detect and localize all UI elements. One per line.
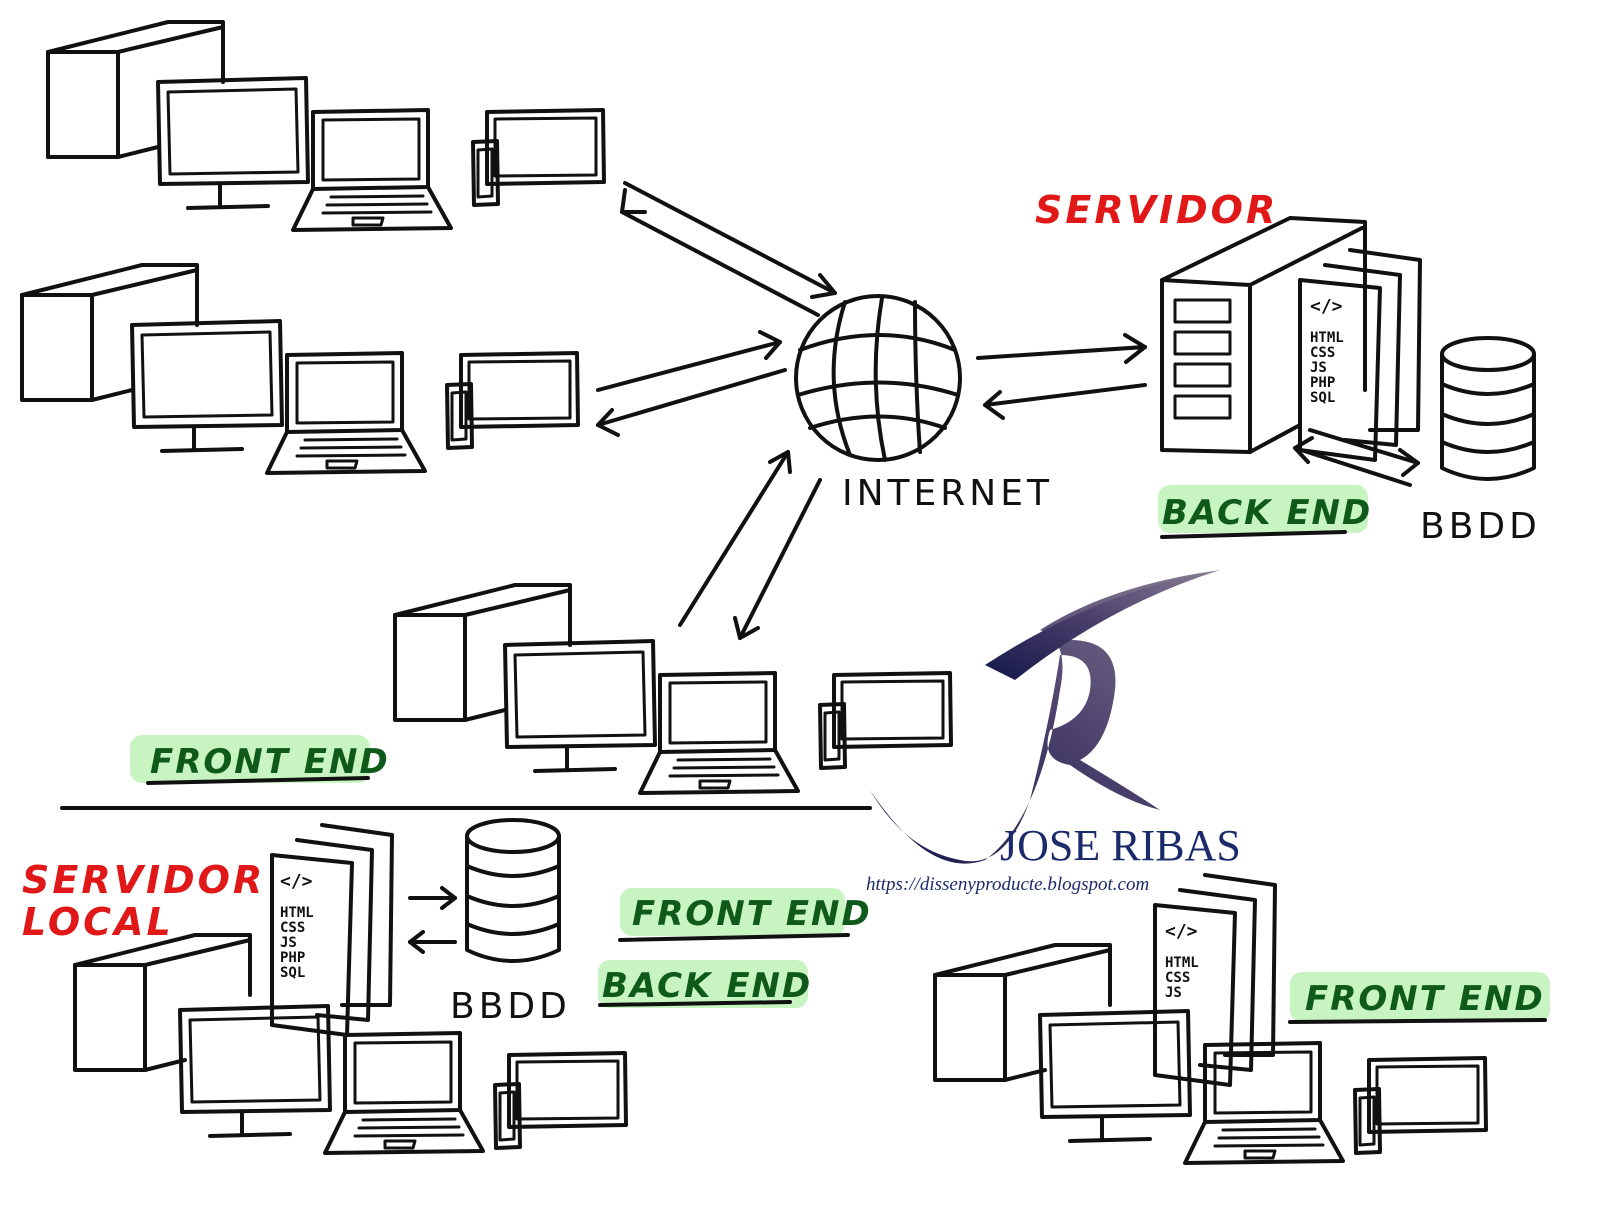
back-end-highlight: [1158, 485, 1368, 533]
svg-text:JS: JS: [1165, 985, 1182, 1001]
svg-text:</>: </>: [1310, 296, 1343, 317]
client-workstation-2: [22, 265, 578, 473]
arrow-client1-internet: [620, 181, 837, 317]
back-end-label: BACK END: [1162, 493, 1372, 533]
server-tower: [1160, 216, 1367, 454]
server-code-files: </> HTML CSS JS PHP SQL: [1298, 248, 1422, 462]
local-database-icon: [465, 818, 561, 963]
arrow-server-db: [1293, 428, 1420, 487]
arrow-internet-frontend: [678, 450, 822, 640]
arrow-client2-internet: [596, 330, 787, 437]
back-end-local-highlight: [598, 960, 808, 1008]
svg-text:JS: JS: [1310, 360, 1327, 376]
front-end-right-highlight: [1290, 972, 1550, 1022]
local-code-files: </> HTML CSS JS PHP SQL: [270, 823, 394, 1037]
svg-text:CSS: CSS: [1310, 345, 1335, 361]
svg-text:HTML: HTML: [1165, 955, 1199, 971]
svg-text:PHP: PHP: [1310, 375, 1335, 391]
back-end-local-underline: [598, 1000, 792, 1007]
svg-text:HTML: HTML: [1310, 330, 1344, 346]
front-end-local-highlight: [620, 888, 845, 936]
svg-text:</>: </>: [280, 871, 313, 892]
jose-ribas-logo: [870, 570, 1220, 864]
servidor-local-label-line2: LOCAL: [22, 900, 174, 944]
svg-text:</>: </>: [1165, 921, 1198, 942]
brand-url: https://dissenyproducte.blogspot.com: [866, 874, 1149, 895]
svg-text:CSS: CSS: [280, 920, 305, 936]
front-end-mid-underline: [146, 776, 370, 785]
internet-globe-icon: [794, 294, 962, 462]
arrow-local-files-db: [408, 886, 457, 954]
svg-text:HTML: HTML: [280, 905, 314, 921]
server-database-icon: [1440, 336, 1536, 481]
brand-name: JOSE RIBAS: [1000, 821, 1241, 870]
svg-text:SQL: SQL: [280, 965, 305, 981]
front-end-local-label: FRONT END: [632, 894, 872, 934]
front-end-mid-highlight: [130, 735, 370, 783]
client-workstation-1: [48, 22, 604, 230]
internet-label: INTERNET: [842, 473, 1053, 514]
front-end-right-label: FRONT END: [1305, 979, 1545, 1019]
front-end-mid-label: FRONT END: [150, 742, 390, 782]
svg-text:SQL: SQL: [1310, 390, 1335, 406]
back-end-local-label: BACK END: [602, 966, 812, 1006]
svg-text:PHP: PHP: [280, 950, 305, 966]
bbdd-local-label: BBDD: [450, 986, 571, 1027]
frontend-workstation: [395, 585, 951, 793]
back-end-underline: [1160, 530, 1347, 539]
svg-text:JS: JS: [280, 935, 297, 951]
arrow-internet-server: [976, 333, 1147, 420]
front-end-right-underline: [1288, 1018, 1547, 1024]
right-code-files: </> HTML CSS JS: [1153, 873, 1277, 1087]
front-end-local-underline: [618, 933, 850, 942]
bbdd-label: BBDD: [1420, 506, 1541, 547]
svg-text:CSS: CSS: [1165, 970, 1190, 986]
servidor-local-label-line1: SERVIDOR: [22, 858, 265, 902]
servidor-label: SERVIDOR: [1035, 188, 1278, 232]
